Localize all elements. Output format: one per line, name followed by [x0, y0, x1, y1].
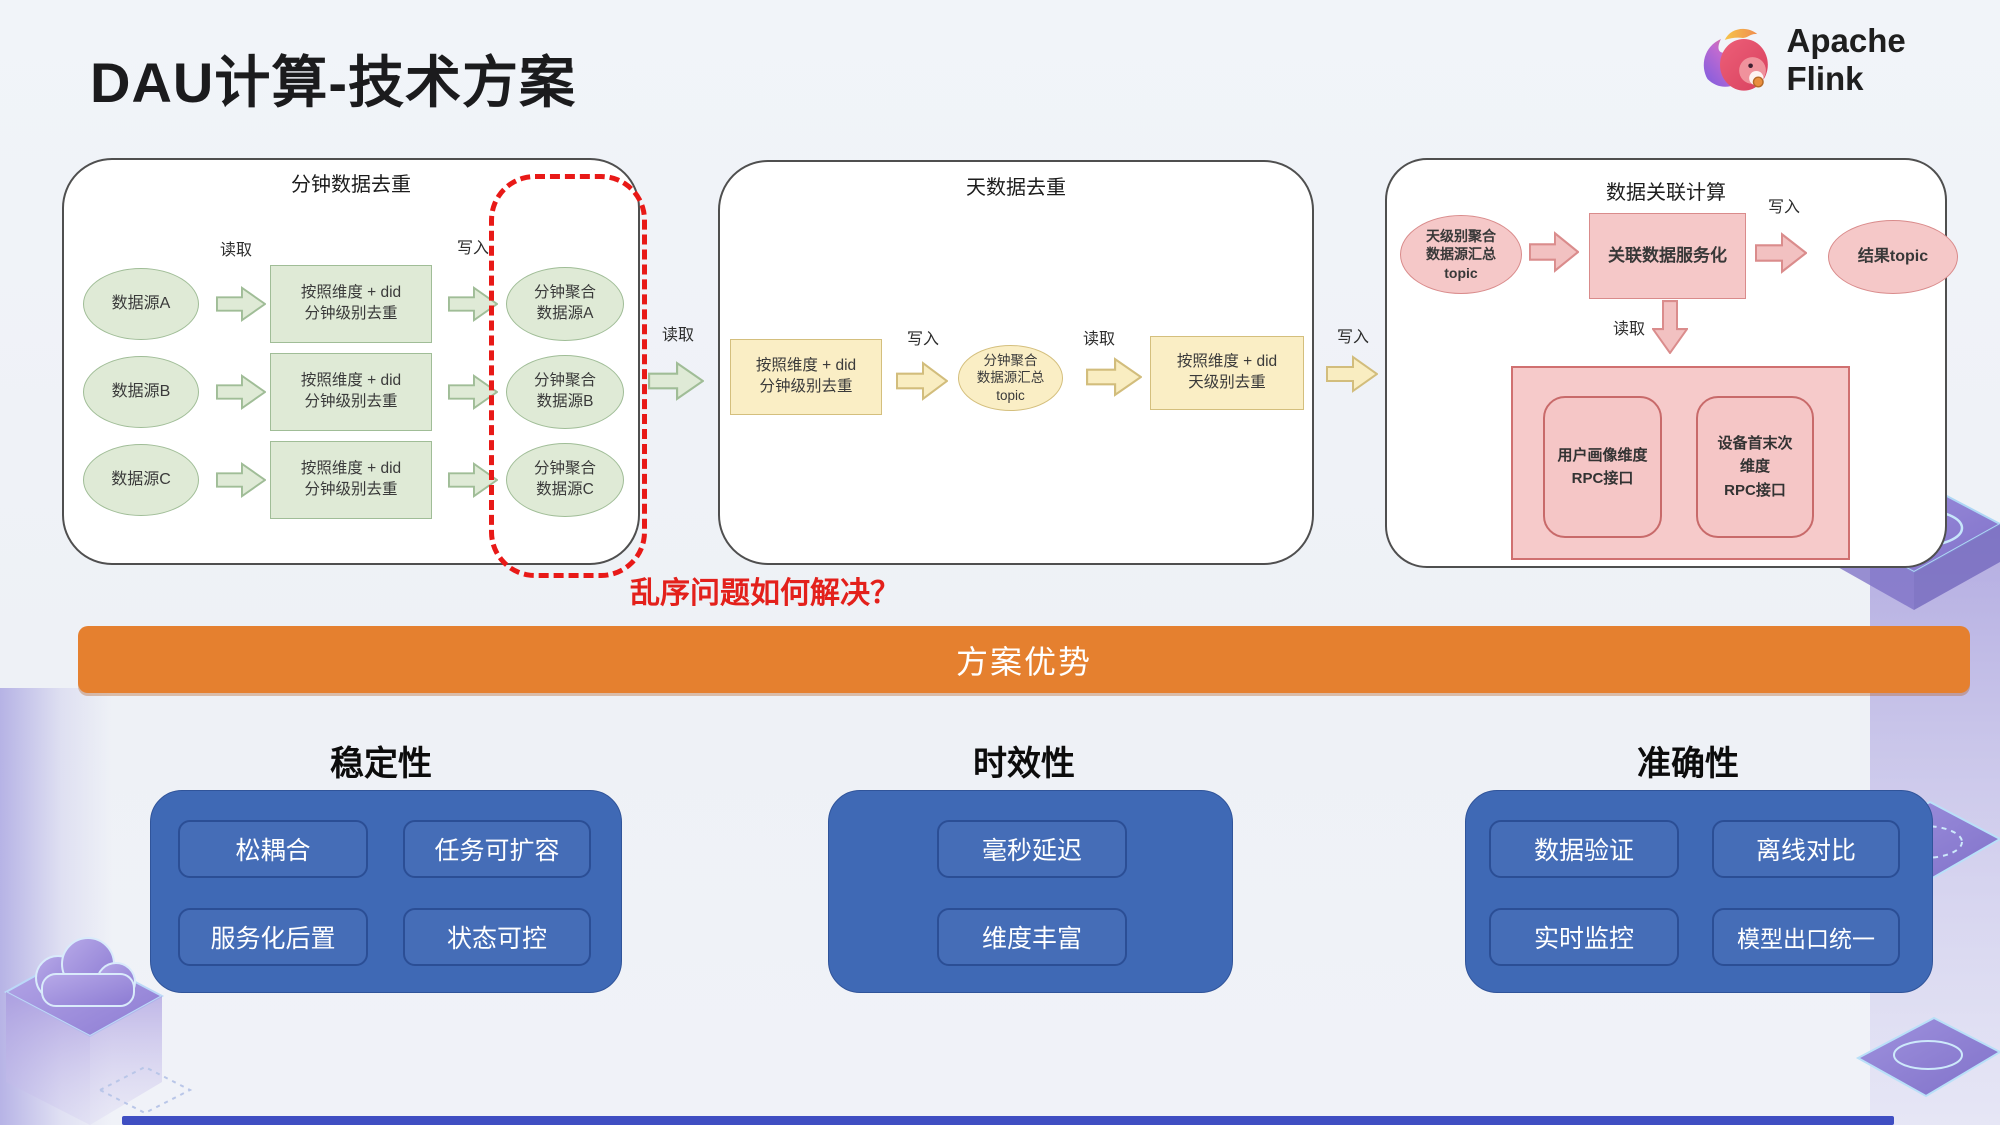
write-label: 写入	[1336, 329, 1369, 346]
minute-agg-a-node: 分钟聚合 数据源A	[506, 267, 624, 341]
flow-arrow-icon	[448, 286, 498, 322]
minute-dedup-process-node: 按照维度 + did 分钟级别去重	[270, 353, 432, 431]
timeliness-panel	[828, 790, 1233, 993]
topic-line: 数据源汇总	[976, 370, 1045, 386]
advantage-item: 模型出口统一	[1712, 908, 1900, 966]
advantage-item: 状态可控	[403, 908, 591, 966]
advantage-item: 任务可扩容	[403, 820, 591, 878]
advantage-item: 实时监控	[1489, 908, 1679, 966]
flow-arrow-icon	[448, 462, 498, 498]
process-line: 分钟级别去重	[304, 481, 398, 498]
footer-accent-bar	[122, 1116, 1894, 1125]
minute-panel-title: 分钟数据去重	[291, 174, 411, 196]
flow-arrow-icon	[896, 361, 948, 401]
topic-line: 分钟聚合	[983, 352, 1038, 368]
write-label: 写入	[456, 240, 489, 257]
join-panel-title: 数据关联计算	[1606, 182, 1726, 204]
advantage-item: 毫秒延迟	[937, 820, 1127, 878]
process-line: 分钟级别去重	[304, 393, 398, 410]
output-line: 数据源B	[536, 393, 594, 410]
process-line: 按照维度 + did	[300, 284, 402, 302]
datasource-a-node: 数据源A	[83, 268, 199, 340]
process-line: 分钟级别去重	[304, 305, 398, 322]
topic-line: 天级别聚合	[1426, 228, 1496, 245]
process-line: 天级别去重	[1188, 374, 1266, 391]
day-panel-title: 天数据去重	[966, 177, 1066, 199]
device-first-last-rpc-node: 设备首末次 维度 RPC接口	[1696, 396, 1814, 538]
read-label: 读取	[1082, 331, 1115, 348]
advantage-item: 离线对比	[1712, 820, 1900, 878]
topic-line: 数据源汇总	[1426, 246, 1496, 263]
process-line: 分钟级别去重	[759, 378, 853, 395]
process-line: 按照维度 + did	[755, 357, 857, 375]
flow-arrow-down-icon	[1652, 300, 1688, 354]
stability-heading: 稳定性	[330, 745, 432, 783]
minute-level-dedup-node: 按照维度 + did 分钟级别去重	[730, 339, 882, 415]
flow-arrow-icon	[648, 361, 704, 401]
accuracy-heading: 准确性	[1637, 745, 1739, 783]
join-compute-panel: 数据关联计算 天级别聚合 数据源汇总 topic 关联数据服务化 写入 结果to…	[1385, 158, 1958, 568]
write-label: 写入	[906, 331, 939, 348]
flink-squirrel-icon	[1703, 28, 1768, 91]
minute-agg-b-node: 分钟聚合 数据源B	[506, 355, 624, 429]
advantages-banner: 方案优势	[78, 626, 1970, 693]
output-line: 分钟聚合	[533, 460, 596, 478]
timeliness-heading: 时效性	[973, 745, 1075, 783]
flow-arrow-icon	[1086, 357, 1142, 397]
rpc-line: RPC接口	[1571, 470, 1634, 487]
output-line: 数据源A	[536, 305, 594, 322]
rpc-line: 维度	[1739, 458, 1770, 476]
rpc-line: 设备首末次	[1717, 435, 1793, 453]
advantage-item: 服务化后置	[178, 908, 368, 966]
output-line: 分钟聚合	[533, 284, 596, 302]
flink-logo-text: Apache Flink	[1786, 22, 1906, 97]
flow-arrow-icon	[448, 374, 498, 410]
read-label: 读取	[661, 327, 694, 344]
rpc-line: 用户画像维度	[1557, 446, 1648, 464]
minute-agg-topic-node: 分钟聚合 数据源汇总 topic	[958, 345, 1063, 411]
flink-logo: Apache Flink	[1698, 20, 1988, 100]
minute-agg-c-node: 分钟聚合 数据源C	[506, 443, 624, 517]
join-service-node: 关联数据服务化	[1589, 213, 1746, 299]
process-line: 按照维度 + did	[1176, 353, 1278, 371]
minute-dedup-process-node: 按照维度 + did 分钟级别去重	[270, 265, 432, 343]
flow-arrow-icon	[216, 462, 266, 498]
minute-dedup-process-node: 按照维度 + did 分钟级别去重	[270, 441, 432, 519]
out-of-order-highlight-box	[489, 174, 647, 578]
user-profile-rpc-node: 用户画像维度 RPC接口	[1543, 396, 1662, 538]
cloud-platform-illustration	[3, 937, 193, 1125]
advantage-item: 松耦合	[178, 820, 368, 878]
flow-arrow-icon	[216, 374, 266, 410]
write-label: 写入	[1767, 199, 1800, 216]
out-of-order-question: 乱序问题如何解决？	[630, 577, 900, 610]
advantage-item: 维度丰富	[937, 908, 1127, 966]
accuracy-panel	[1465, 790, 1933, 993]
stability-panel	[150, 790, 622, 993]
advantages-banner-text: 方案优势	[955, 643, 1092, 680]
topic-line: topic	[996, 387, 1025, 403]
day-level-dedup-node: 按照维度 + did 天级别去重	[1150, 336, 1304, 410]
rpc-line: RPC接口	[1724, 481, 1786, 499]
rpc-services-container: 用户画像维度 RPC接口 设备首末次 维度 RPC接口	[1511, 366, 1850, 560]
day-agg-topic-node: 天级别聚合 数据源汇总 topic	[1400, 215, 1522, 294]
datasource-b-node: 数据源B	[83, 356, 199, 428]
output-line: 分钟聚合	[533, 372, 596, 390]
read-label: 读取	[1612, 321, 1645, 338]
flow-arrow-icon	[1326, 355, 1378, 393]
datasource-c-node: 数据源C	[83, 444, 199, 516]
advantage-item: 数据验证	[1489, 820, 1679, 878]
process-line: 按照维度 + did	[300, 460, 402, 478]
read-label: 读取	[219, 242, 252, 259]
day-dedup-panel: 天数据去重 按照维度 + did 分钟级别去重 写入 分钟聚合 数据源汇总 to…	[718, 160, 1314, 565]
process-line: 按照维度 + did	[300, 372, 402, 390]
flow-arrow-icon	[1529, 231, 1579, 273]
minute-dedup-panel: 分钟数据去重 读取 写入 数据源A 按照维度 + did 分钟级别去重 分钟聚合…	[62, 158, 640, 565]
flow-arrow-icon	[1755, 232, 1807, 274]
page-title: DAU计算-技术方案	[90, 51, 576, 114]
topic-line: topic	[1444, 264, 1478, 281]
output-line: 数据源C	[536, 481, 594, 498]
result-topic-node: 结果topic	[1828, 220, 1958, 294]
flow-arrow-icon	[216, 286, 266, 322]
